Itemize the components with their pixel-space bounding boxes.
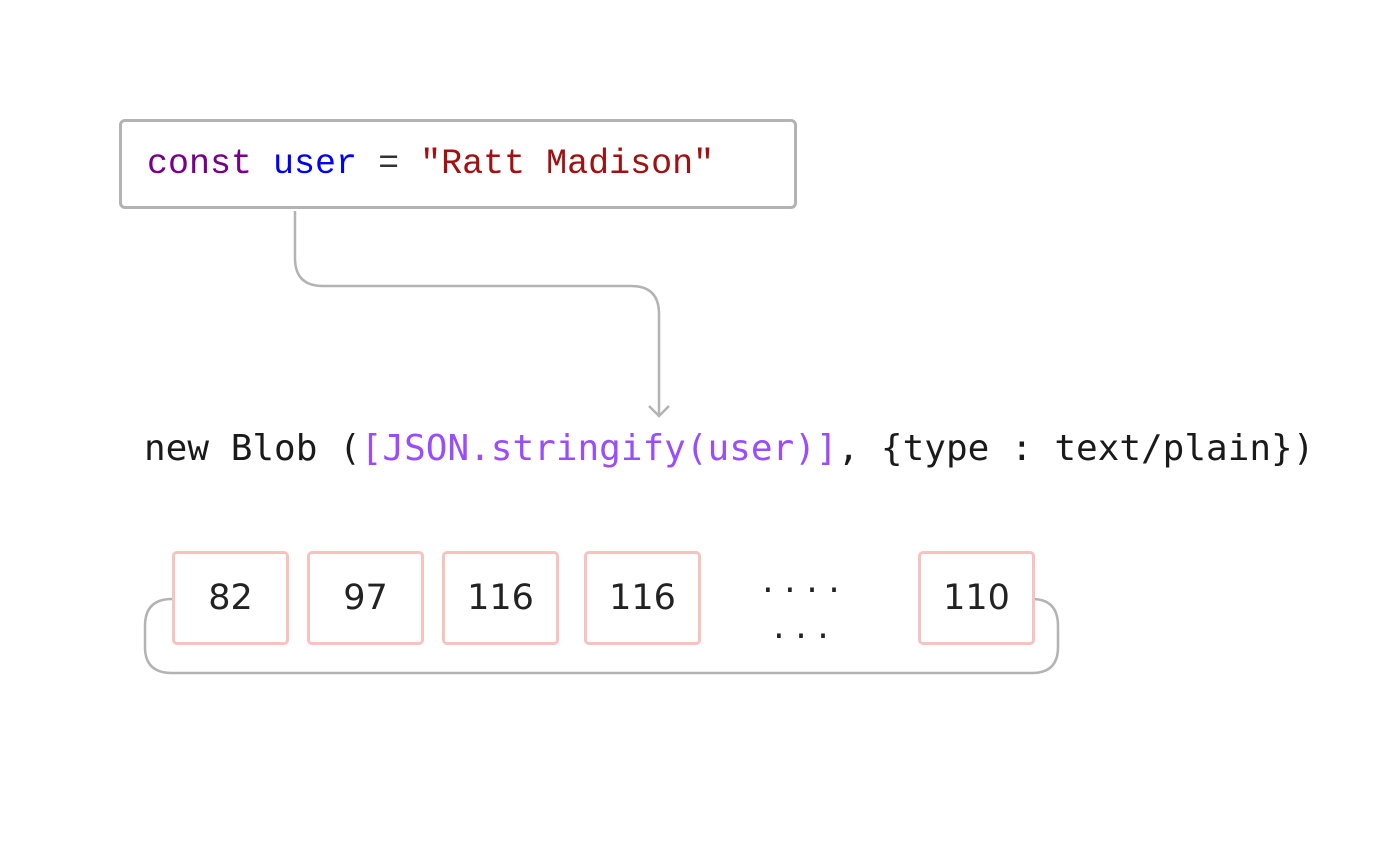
byte-box-1: 82 bbox=[172, 551, 289, 645]
byte-box-3: 116 bbox=[442, 551, 559, 645]
blob-suffix: , {type : text/plain}) bbox=[837, 428, 1315, 469]
arrow-head-icon bbox=[648, 405, 670, 418]
const-keyword: const bbox=[147, 144, 253, 184]
byte-box-last: 110 bbox=[918, 551, 1035, 645]
blob-expression: new Blob ([JSON.stringify(user)], {type … bbox=[144, 424, 1314, 474]
ellipsis: .... ... bbox=[748, 560, 858, 652]
byte-box-4: 116 bbox=[584, 551, 701, 645]
ellipsis-line-1: .... bbox=[758, 565, 848, 600]
ellipsis-line-2: ... bbox=[769, 611, 837, 646]
variable-name: user bbox=[273, 144, 358, 184]
bytes-bracket bbox=[143, 597, 1060, 675]
assign-operator: = bbox=[378, 144, 400, 184]
blob-prefix: new Blob ( bbox=[144, 428, 361, 469]
arrow-connector bbox=[293, 211, 661, 414]
code-line: const user = "Ratt Madison" bbox=[147, 144, 714, 184]
string-literal: "Ratt Madison" bbox=[420, 144, 715, 184]
byte-box-2: 97 bbox=[307, 551, 424, 645]
code-box: const user = "Ratt Madison" bbox=[119, 119, 797, 209]
blob-highlight: [JSON.stringify(user)] bbox=[360, 428, 838, 469]
